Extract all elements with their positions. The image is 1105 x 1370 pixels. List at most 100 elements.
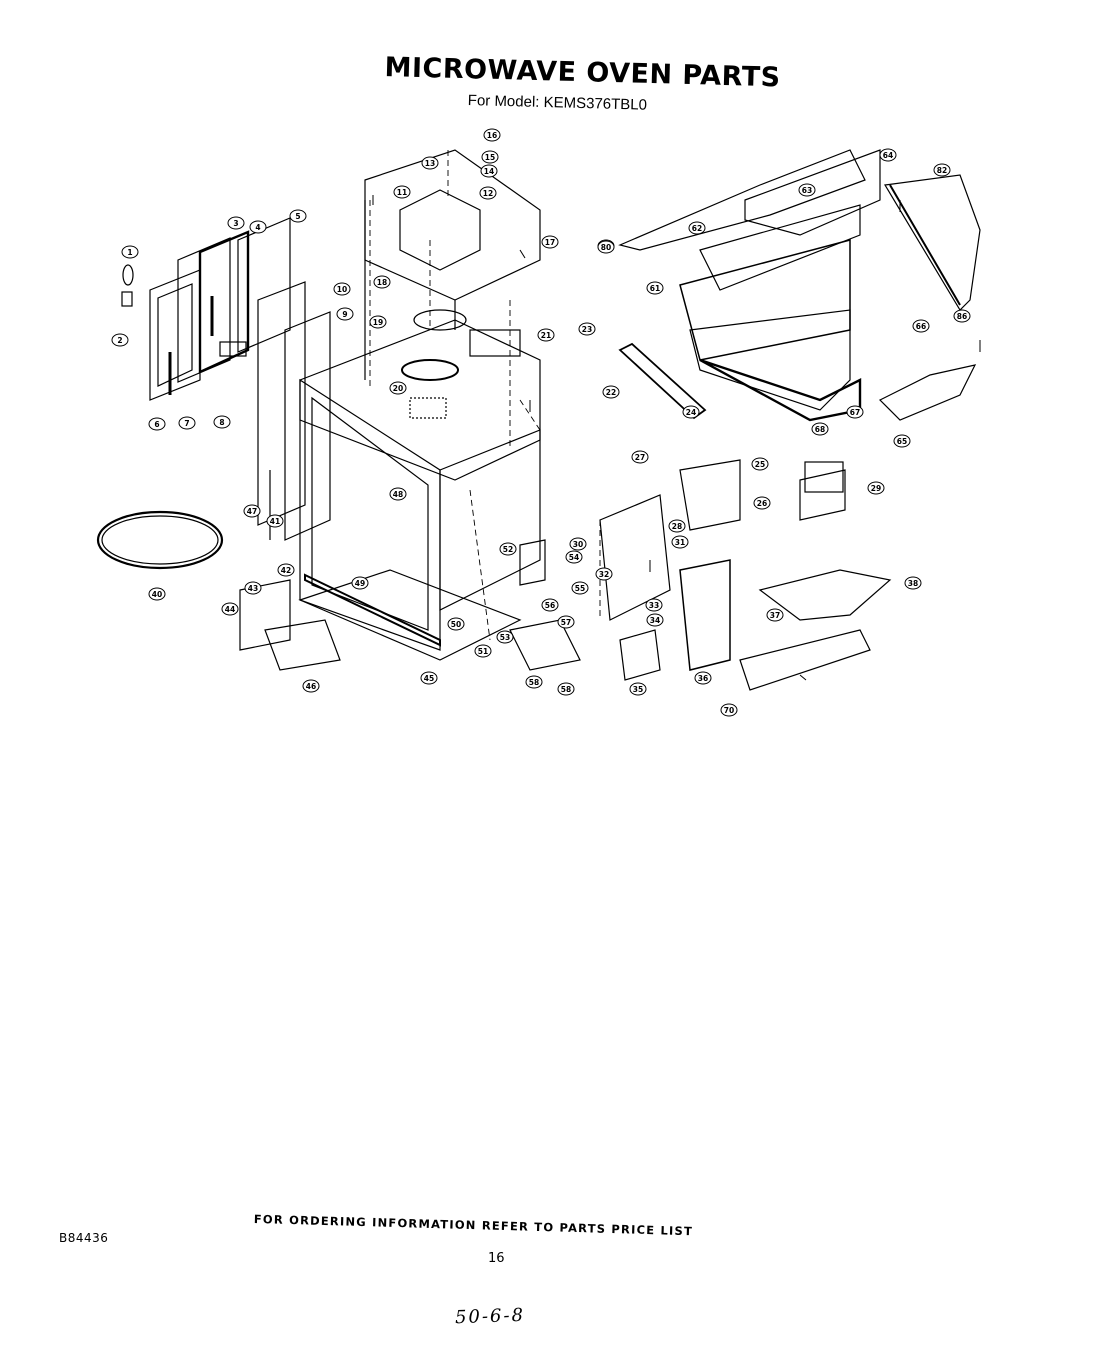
svg-text:27: 27 bbox=[635, 453, 645, 462]
svg-text:37: 37 bbox=[770, 611, 780, 620]
callout-37: 37 bbox=[766, 608, 784, 622]
callout-8: 8 bbox=[213, 415, 231, 429]
svg-text:64: 64 bbox=[883, 151, 893, 160]
callout-64: 64 bbox=[879, 148, 897, 162]
callout-13: 13 bbox=[421, 156, 439, 170]
svg-text:57: 57 bbox=[561, 618, 571, 627]
turntable-ring bbox=[96, 510, 224, 570]
callout-12: 12 bbox=[479, 186, 497, 200]
callout-62: 62 bbox=[688, 221, 706, 235]
callout-50: 50 bbox=[447, 617, 465, 631]
svg-text:35: 35 bbox=[633, 685, 643, 694]
exploded-parts-diagram: 1 2 3 4 5 6 7 8 9 10 11 12 13 14 15 16 1… bbox=[96, 128, 981, 717]
callout-34: 34 bbox=[646, 613, 664, 627]
svg-text:58: 58 bbox=[529, 678, 539, 687]
svg-text:82: 82 bbox=[937, 166, 947, 175]
callout-86: 86 bbox=[953, 309, 971, 323]
svg-text:12: 12 bbox=[483, 189, 493, 198]
callout-61: 61 bbox=[646, 281, 664, 295]
callout-18: 18 bbox=[373, 275, 391, 289]
svg-text:42: 42 bbox=[281, 566, 291, 575]
svg-text:14: 14 bbox=[484, 167, 494, 176]
callout-36: 36 bbox=[694, 671, 712, 685]
svg-text:50: 50 bbox=[451, 620, 461, 629]
svg-text:5: 5 bbox=[295, 212, 300, 221]
svg-text:8: 8 bbox=[219, 418, 224, 427]
callout-15: 15 bbox=[481, 150, 499, 164]
svg-text:49: 49 bbox=[355, 579, 365, 588]
svg-text:80: 80 bbox=[601, 243, 611, 252]
svg-text:46: 46 bbox=[306, 682, 316, 691]
callout-44: 44 bbox=[221, 602, 239, 616]
svg-text:2: 2 bbox=[117, 336, 122, 345]
oven-cavity-group bbox=[298, 149, 541, 661]
callout-85: 85 bbox=[897, 437, 907, 446]
callout-24: 24 bbox=[682, 405, 700, 419]
svg-text:24: 24 bbox=[686, 408, 696, 417]
callout-35: 35 bbox=[629, 682, 647, 696]
callout-30: 30 bbox=[569, 537, 587, 551]
svg-text:13: 13 bbox=[425, 159, 435, 168]
callout-10: 10 bbox=[333, 282, 351, 296]
svg-text:55: 55 bbox=[575, 584, 585, 593]
svg-text:29: 29 bbox=[871, 484, 881, 493]
callout-51: 51 bbox=[474, 644, 492, 658]
callout-54: 54 bbox=[565, 550, 583, 564]
callout-31: 31 bbox=[671, 535, 689, 549]
callout-4: 4 bbox=[249, 220, 267, 234]
svg-text:38: 38 bbox=[908, 579, 918, 588]
outer-cover-group bbox=[618, 149, 981, 422]
callout-25: 25 bbox=[751, 457, 769, 471]
svg-text:26: 26 bbox=[757, 499, 767, 508]
fan-motor-group bbox=[399, 189, 521, 381]
svg-text:68: 68 bbox=[815, 425, 825, 434]
svg-text:61: 61 bbox=[650, 284, 660, 293]
callout-3: 3 bbox=[227, 216, 245, 230]
callout-70: 70 bbox=[720, 703, 738, 717]
svg-text:62: 62 bbox=[692, 224, 702, 233]
svg-text:63: 63 bbox=[802, 186, 812, 195]
control-panel-group bbox=[239, 459, 892, 691]
page-title: MICROWAVE OVEN PARTS bbox=[384, 52, 781, 94]
svg-text:17: 17 bbox=[545, 238, 555, 247]
callout-47: 47 bbox=[243, 504, 261, 518]
svg-text:19: 19 bbox=[373, 318, 383, 327]
callout-5: 5 bbox=[289, 209, 307, 223]
callout-20: 20 bbox=[389, 381, 407, 395]
callout-16: 16 bbox=[483, 128, 501, 142]
callout-56: 56 bbox=[541, 598, 559, 612]
callout-11: 11 bbox=[393, 185, 411, 199]
callout-67: 67 bbox=[846, 405, 864, 419]
callout-43: 43 bbox=[244, 581, 262, 595]
callout-66: 66 bbox=[912, 319, 930, 333]
svg-text:3: 3 bbox=[233, 219, 238, 228]
screws bbox=[372, 195, 981, 681]
callout-68: 68 bbox=[811, 422, 829, 436]
svg-text:25: 25 bbox=[755, 460, 765, 469]
svg-text:40: 40 bbox=[152, 590, 162, 599]
svg-text:7: 7 bbox=[184, 419, 189, 428]
svg-text:23: 23 bbox=[582, 325, 592, 334]
svg-text:48: 48 bbox=[393, 490, 403, 499]
callout-29: 29 bbox=[867, 481, 885, 495]
svg-text:36: 36 bbox=[698, 674, 708, 683]
svg-text:51: 51 bbox=[478, 647, 488, 656]
svg-text:4: 4 bbox=[255, 223, 260, 232]
svg-text:9: 9 bbox=[342, 310, 347, 319]
callout-22: 22 bbox=[602, 385, 620, 399]
callout-33: 33 bbox=[645, 598, 663, 612]
callout-32: 32 bbox=[595, 567, 613, 581]
callout-27: 27 bbox=[631, 450, 649, 464]
svg-text:47: 47 bbox=[247, 507, 257, 516]
svg-text:52: 52 bbox=[503, 545, 513, 554]
callout-21: 21 bbox=[537, 328, 555, 342]
callout-23: 23 bbox=[578, 322, 596, 336]
svg-text:41: 41 bbox=[270, 517, 280, 526]
callout-19: 19 bbox=[369, 315, 387, 329]
svg-text:22: 22 bbox=[606, 388, 616, 397]
callout-63: 63 bbox=[798, 183, 816, 197]
callout-46: 46 bbox=[302, 679, 320, 693]
callout-49: 49 bbox=[351, 576, 369, 590]
svg-text:58: 58 bbox=[561, 685, 571, 694]
callout-53: 53 bbox=[496, 630, 514, 644]
